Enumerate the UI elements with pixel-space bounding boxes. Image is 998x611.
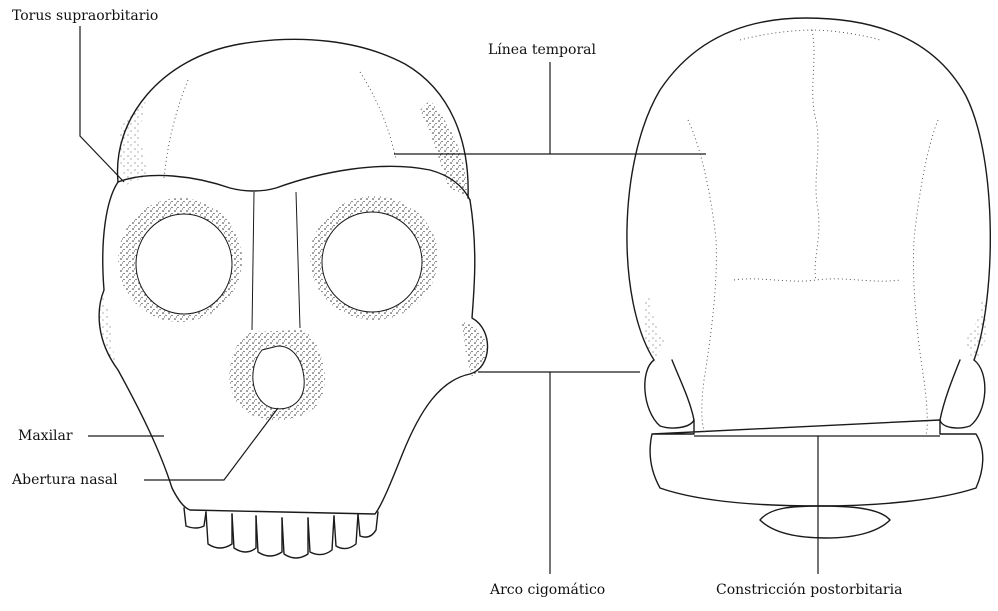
top-cranium-outline: [627, 18, 990, 360]
sagittal-suture: [812, 30, 819, 280]
left-orbit: [136, 214, 232, 314]
right-orbit: [322, 212, 422, 312]
top-lambdoid-suture: [740, 30, 880, 40]
leader-abertura-nasal: [144, 408, 278, 480]
label-arco-cigomatico: Arco cigomático: [490, 582, 605, 598]
top-view-skull: [627, 18, 990, 538]
leader-arco-cigomatico: [478, 372, 640, 574]
leader-constriccion: [694, 436, 940, 574]
nasal-aperture: [253, 346, 304, 409]
label-constriccion-postorbitaria: Constricción postorbitaria: [716, 582, 902, 598]
front-cranium-outline: [117, 39, 468, 198]
top-zygomatic-arch-left: [645, 360, 694, 428]
label-abertura-nasal: Abertura nasal: [12, 472, 118, 488]
top-arch-shading-left: [643, 298, 665, 362]
top-teeth-edge: [760, 506, 890, 538]
label-maxilar: Maxilar: [18, 428, 73, 444]
leader-torus: [80, 26, 124, 182]
front-zygomatic-left: [100, 292, 116, 366]
top-face-block: [650, 420, 983, 506]
front-temple-shading-left: [120, 100, 150, 185]
upper-teeth: [184, 508, 378, 558]
coronal-suture: [734, 279, 900, 281]
label-torus-supraorbitario: Torus supraorbitario: [12, 8, 158, 24]
top-zygomatic-arch-right: [940, 360, 985, 428]
front-temporal-line-left: [164, 80, 188, 178]
front-temple-shading-right: [420, 100, 468, 196]
nasal-bridge: [252, 192, 300, 330]
front-brow-ridge: [118, 166, 470, 200]
top-arch-shading-right: [966, 298, 987, 362]
top-temporal-line-left: [688, 120, 716, 434]
label-linea-temporal: Línea temporal: [488, 42, 596, 58]
front-temporal-line-right: [360, 72, 396, 160]
top-temporal-line-right: [913, 120, 938, 434]
